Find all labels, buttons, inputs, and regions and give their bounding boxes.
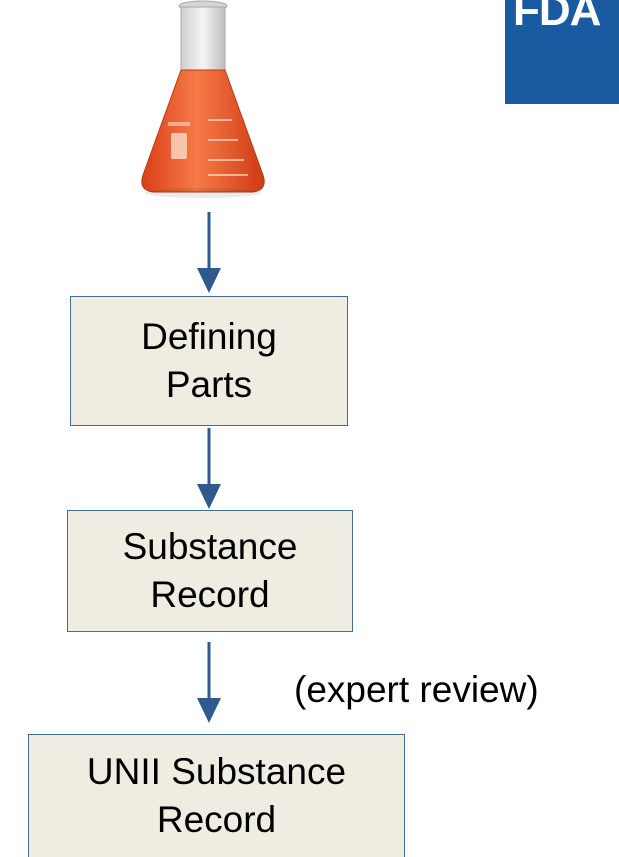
fda-logo: FDA (505, 0, 619, 104)
substance-record-box: Substance Record (67, 510, 353, 632)
unii-substance-record-line1: UNII Substance (86, 751, 347, 792)
arrow-substance-to-unii (197, 642, 221, 723)
erlenmeyer-flask-icon (141, 0, 265, 198)
unii-substance-record-line2: Record (156, 799, 277, 840)
defining-parts-box: Defining Parts (70, 296, 348, 426)
arrow-flask-to-defining (197, 212, 221, 293)
defining-parts-line1: Defining (141, 316, 277, 357)
arrow-defining-to-substance (197, 428, 221, 509)
unii-substance-record-box: UNII Substance Record (28, 734, 405, 857)
defining-parts-line2: Parts (165, 364, 253, 405)
substance-record-line2: Record (150, 574, 270, 615)
substance-record-line1: Substance (122, 526, 298, 567)
fda-logo-text: FDA (513, 0, 601, 35)
expert-review-label: (expert review) (294, 669, 539, 710)
